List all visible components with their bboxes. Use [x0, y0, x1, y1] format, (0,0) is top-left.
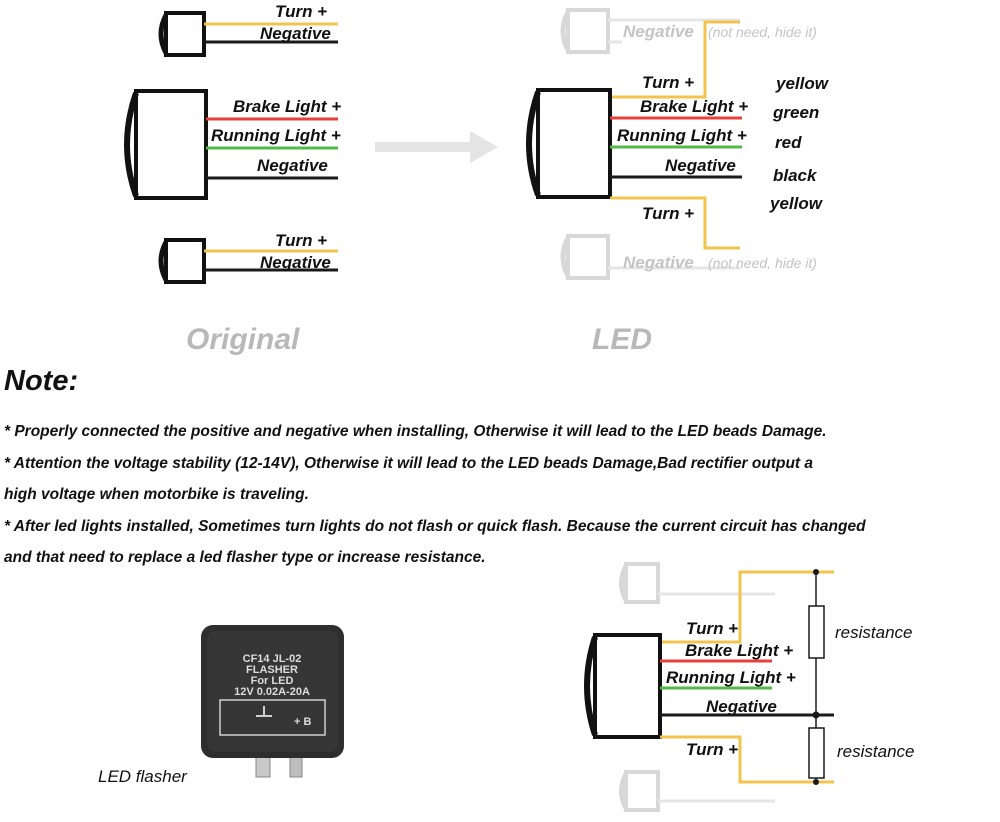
res-running-label: Running Light +	[666, 668, 796, 687]
flasher-pin-label: + B	[294, 716, 311, 728]
led-top-ghost-negative-label: Negative	[623, 22, 694, 41]
res-tail-light-housing	[593, 633, 662, 739]
led-flasher-relay: CF14 JL-02 FLASHER For LED 12V 0.02A-20A…	[201, 625, 344, 778]
note-line-1: * Properly connected the positive and ne…	[4, 423, 827, 440]
flasher-label-frame	[219, 699, 326, 736]
res-negative-label: Negative	[706, 697, 777, 716]
led-brake-label: Brake Light +	[640, 97, 748, 116]
led-bottom-ghost-negative-label: Negative	[623, 253, 694, 272]
res-top-ghost-turn-signal-housing	[624, 562, 660, 604]
color-word-black: black	[773, 166, 818, 185]
flasher-pin-left	[255, 754, 271, 778]
original-bottom-turn-signal-lens-icon	[158, 240, 169, 282]
led-running-label: Running Light +	[617, 126, 747, 145]
caption-led: LED	[592, 323, 652, 356]
resistor-bottom-icon	[808, 727, 825, 779]
original-bottom-turn-signal-housing	[164, 238, 206, 284]
junction-bottom-dot	[813, 779, 819, 785]
color-word-yellow-top: yellow	[775, 74, 830, 93]
flasher-text-line2: FLASHER	[246, 664, 298, 676]
led-top-turn-wire-yellow	[610, 20, 740, 99]
flasher-ground-symbol-icon	[256, 706, 272, 717]
led-bottom-turn-wire-yellow	[610, 196, 740, 250]
led-negative-label: Negative	[665, 156, 736, 175]
color-word-green: green	[772, 103, 819, 122]
resistor-top-icon	[808, 605, 825, 659]
conversion-arrow-icon	[375, 131, 498, 163]
caption-original: Original	[186, 323, 300, 356]
led-top-ghost-lens-icon	[560, 10, 571, 52]
original-negative-label: Negative	[257, 156, 328, 175]
res-bottom-turn-label: Turn +	[686, 740, 738, 759]
junction-top-dot	[813, 569, 819, 575]
original-top-negative-label: Negative	[260, 24, 331, 43]
led-top-turn-label: Turn +	[642, 73, 694, 92]
flasher-caption: LED flasher	[98, 767, 188, 786]
original-top-turn-label: Turn +	[275, 2, 327, 21]
note-line-2: * Attention the voltage stability (12-14…	[4, 455, 813, 472]
note-line-5: and that need to replace a led flasher t…	[4, 549, 486, 566]
res-bottom-turn-wire-yellow	[660, 735, 834, 784]
led-top-ghost-note: (not need, hide it)	[708, 24, 817, 40]
note-title: Note:	[4, 365, 78, 397]
led-tail-light-lens-icon	[526, 91, 541, 196]
led-bottom-ghost-note: (not need, hide it)	[708, 255, 817, 271]
junction-middle-dot	[812, 711, 820, 719]
note-line-4: * After led lights installed, Sometimes …	[4, 518, 866, 535]
res-top-turn-label: Turn +	[686, 619, 738, 638]
resistance-label-bottom: resistance	[837, 742, 914, 761]
original-running-label: Running Light +	[211, 126, 341, 145]
original-bottom-negative-label: Negative	[260, 253, 331, 272]
original-tail-light-lens-icon	[124, 92, 139, 197]
led-bottom-ghost-lens-icon	[560, 236, 571, 278]
flasher-text-line3: For LED	[251, 675, 294, 687]
led-tail-light-housing	[536, 88, 612, 199]
led-bottom-ghost-turn-signal-housing	[566, 234, 610, 280]
res-bottom-ghost-lens-icon	[619, 772, 629, 810]
flasher-body-shade	[207, 631, 338, 752]
led-bottom-turn-label: Turn +	[642, 204, 694, 223]
led-top-ghost-turn-signal-housing	[566, 8, 610, 54]
note-line-3: high voltage when motorbike is traveling…	[4, 486, 309, 503]
flasher-pin-right	[289, 754, 303, 778]
color-word-yellow-bottom: yellow	[769, 194, 824, 213]
original-top-turn-signal-housing	[164, 11, 206, 57]
res-top-turn-wire-yellow	[660, 570, 834, 644]
flasher-text-line4: 12V 0.02A-20A	[234, 686, 310, 698]
res-bottom-ghost-turn-signal-housing	[624, 770, 660, 812]
original-tail-light-housing	[134, 89, 208, 200]
resistance-label-top: resistance	[835, 623, 912, 642]
original-bottom-turn-label: Turn +	[275, 231, 327, 250]
color-word-red: red	[775, 133, 802, 152]
res-tail-light-lens-icon	[584, 636, 598, 736]
res-top-ghost-lens-icon	[619, 564, 629, 602]
original-brake-label: Brake Light +	[233, 97, 341, 116]
flasher-text-line1: CF14 JL-02	[243, 653, 302, 665]
original-top-turn-signal-lens-icon	[158, 13, 169, 55]
res-brake-label: Brake Light +	[685, 641, 793, 660]
